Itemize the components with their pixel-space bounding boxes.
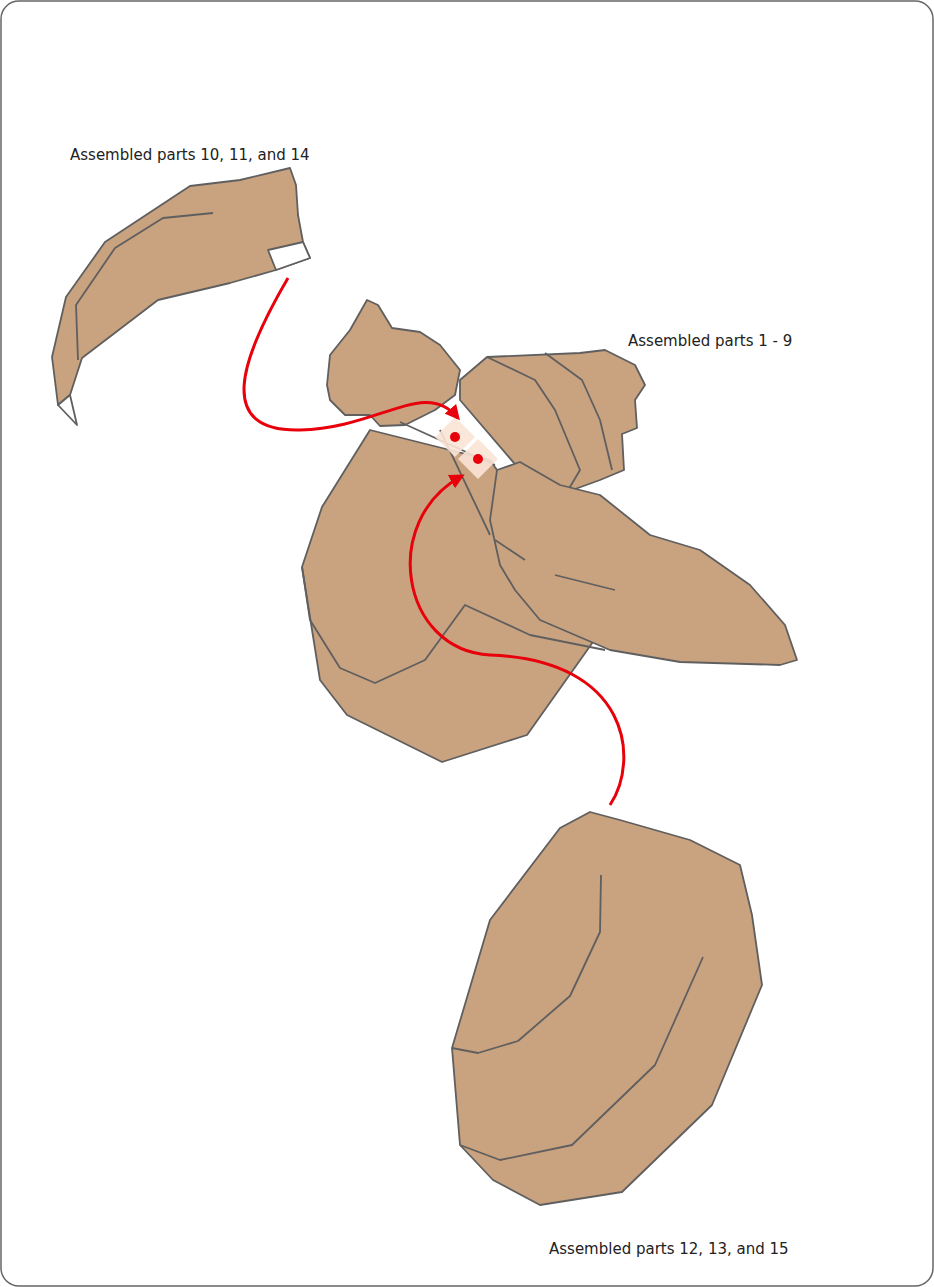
part-label: Assembled parts 10, 11, and 14	[70, 146, 310, 164]
part-group-top	[52, 168, 310, 425]
placement-arrow	[244, 278, 624, 805]
part-label: Assembled parts 1 - 9	[628, 332, 792, 350]
part-group-body	[302, 300, 797, 762]
part-group-bottom	[452, 812, 762, 1205]
glue-spot	[435, 417, 498, 479]
part-label: Assembled parts 12, 13, and 15	[549, 1240, 789, 1258]
